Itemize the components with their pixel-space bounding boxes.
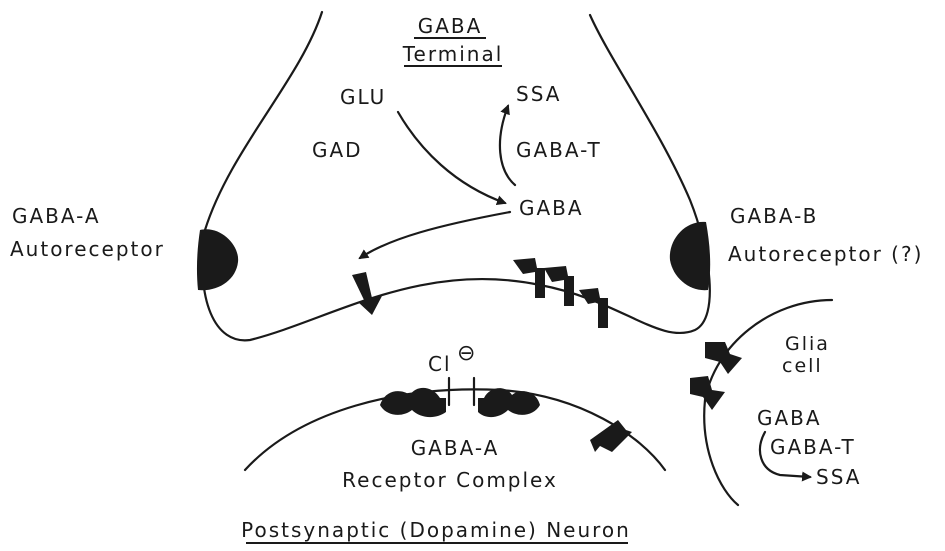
gaba-a-autoreceptor-line2: Autoreceptor <box>10 237 165 261</box>
receptor-complex-right <box>478 388 540 418</box>
gaba-b-autoreceptor-line1: GABA-B <box>730 204 818 228</box>
glia-label-line1: Glia <box>785 333 830 355</box>
label-ssa: SSA <box>516 82 561 106</box>
gaba-release-arrow <box>358 210 512 260</box>
receptor-complex-line1: GABA-A <box>411 436 500 460</box>
gaba-a-autoreceptor-line1: GABA-A <box>12 204 101 228</box>
receptor-complex-left <box>380 387 446 418</box>
chloride-symbol: Cl <box>428 352 452 376</box>
label-gaba: GABA <box>519 196 584 220</box>
glia-ssa: SSA <box>816 465 861 489</box>
gaba-to-ssa-arrow <box>498 104 517 187</box>
glia-gaba-t-arrow <box>758 430 812 482</box>
receptor-complex-line2: Receptor Complex <box>342 468 558 492</box>
gaba-b-autoreceptor-blob <box>669 221 711 291</box>
glia-cell-membrane <box>703 298 834 507</box>
gaba-a-autoreceptor-blob <box>196 229 239 291</box>
title-terminal: Terminal <box>402 42 504 66</box>
gaba-b-autoreceptor-line2: Autoreceptor (?) <box>728 242 923 266</box>
label-gad: GAD <box>312 138 363 162</box>
label-gaba-t: GABA-T <box>516 138 602 162</box>
glia-gaba: GABA <box>757 406 822 430</box>
glu-to-gaba-arrow <box>396 110 507 205</box>
title-gaba: GABA <box>418 14 483 38</box>
transporter-arrow <box>352 258 742 452</box>
gaba-terminal-outline <box>201 10 711 342</box>
glia-label-line2: cell <box>782 355 823 377</box>
glia-gaba-t: GABA-T <box>770 435 856 459</box>
chloride-charge: ⊖ <box>457 341 477 366</box>
label-glu: GLU <box>340 85 386 109</box>
postsynaptic-neuron-label: Postsynaptic (Dopamine) Neuron <box>241 518 631 542</box>
